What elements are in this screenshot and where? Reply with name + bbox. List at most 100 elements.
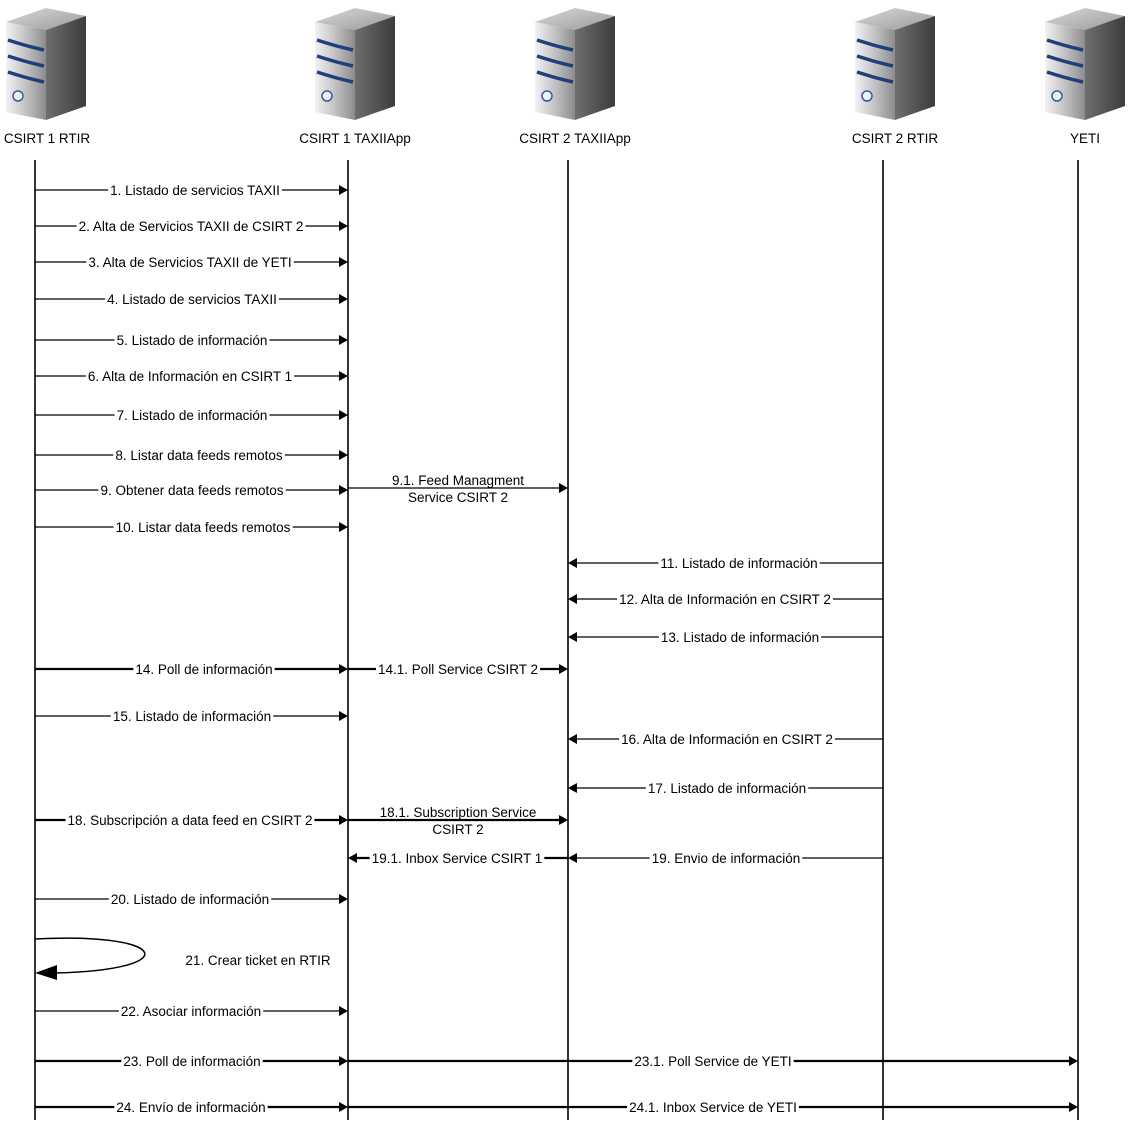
- label-background: [105, 291, 279, 308]
- arrowhead-icon: [339, 815, 348, 825]
- arrowhead-icon: [568, 783, 577, 793]
- message-label: 14. Poll de información: [135, 662, 272, 677]
- label-background: [113, 519, 293, 536]
- arrowhead-icon: [339, 257, 348, 267]
- arrowhead-icon: [559, 664, 568, 674]
- server-icon: [1043, 6, 1127, 122]
- arrowhead-icon: [339, 485, 348, 495]
- arrowhead-icon: [348, 853, 357, 863]
- label-background: [133, 661, 275, 678]
- message-label: 9. Obtener data feeds remotos: [100, 483, 283, 498]
- label-background: [632, 1053, 794, 1070]
- message-label: 24.1. Inbox Service de YETI: [629, 1100, 797, 1115]
- label-background: [649, 850, 803, 867]
- arrowhead-icon: [568, 632, 577, 642]
- self-call-arrow: [34, 937, 146, 980]
- label-background: [118, 1003, 264, 1020]
- arrowhead-icon: [568, 558, 577, 568]
- arrowhead-icon: [559, 815, 568, 825]
- self-call-curve: [34, 937, 146, 974]
- arrowhead-icon: [339, 1056, 348, 1066]
- arrowhead-icon: [339, 522, 348, 532]
- label-background: [108, 182, 282, 199]
- message-label: 20. Listado de información: [111, 892, 269, 907]
- arrowhead-icon: [339, 664, 348, 674]
- actor-label: YETI: [1070, 131, 1100, 146]
- message-label: 17. Listado de información: [648, 781, 806, 796]
- label-background: [369, 850, 545, 867]
- label-background: [658, 629, 822, 646]
- label-background: [619, 731, 835, 748]
- arrowhead-icon: [339, 1102, 348, 1112]
- arrowhead-icon: [568, 594, 577, 604]
- label-background: [114, 332, 270, 349]
- message-label: 21. Crear ticket en RTIR: [185, 953, 331, 968]
- message-label: 14.1. Poll Service CSIRT 2: [378, 662, 538, 677]
- label-background: [86, 254, 294, 271]
- arrowhead-icon: [568, 734, 577, 744]
- actor-label: CSIRT 2 RTIR: [852, 131, 939, 146]
- message-label-line2: Service CSIRT 2: [408, 490, 508, 505]
- message-label: 9.1. Feed Managment: [392, 473, 524, 488]
- arrowhead-icon: [339, 1006, 348, 1016]
- label-background: [113, 447, 285, 464]
- message-label: 3. Alta de Servicios TAXII de YETI: [88, 255, 291, 270]
- message-label: 13. Listado de información: [661, 630, 819, 645]
- actor-yeti: YETI: [1043, 6, 1127, 146]
- actor-label: CSIRT 1 TAXIIApp: [299, 131, 411, 146]
- server-icon: [4, 6, 88, 122]
- message-label: 19. Envio de información: [652, 851, 801, 866]
- message-label: 19.1. Inbox Service CSIRT 1: [372, 851, 543, 866]
- arrowhead-icon: [1069, 1056, 1078, 1066]
- message-label-line2: CSIRT 2: [432, 822, 483, 837]
- message-label: 5. Listado de información: [117, 333, 268, 348]
- message-arrow: [348, 815, 568, 825]
- label-background: [110, 708, 274, 725]
- message-label: 2. Alta de Servicios TAXII de CSIRT 2: [79, 219, 304, 234]
- label-background: [114, 1099, 268, 1116]
- message-label: 15. Listado de información: [113, 709, 271, 724]
- message-label: 7. Listado de información: [117, 408, 268, 423]
- message-label: 23.1. Poll Service de YETI: [634, 1054, 791, 1069]
- message-label: 24. Envío de información: [116, 1100, 265, 1115]
- arrowhead-icon: [559, 483, 568, 493]
- server-icon: [853, 6, 937, 122]
- actor-label: CSIRT 2 TAXIIApp: [519, 131, 631, 146]
- actor-csirt2-taxiiapp: CSIRT 2 TAXIIApp: [519, 6, 631, 146]
- arrowhead-icon: [1069, 1102, 1078, 1112]
- message-label: 8. Listar data feeds remotos: [115, 448, 283, 463]
- arrowhead-icon: [339, 371, 348, 381]
- message-arrow: [348, 483, 568, 493]
- label-background: [658, 555, 820, 572]
- label-background: [114, 407, 270, 424]
- label-background: [645, 780, 809, 797]
- message-label: 4. Listado de servicios TAXII: [107, 292, 277, 307]
- label-background: [108, 891, 272, 908]
- message-label: 18.1. Subscription Service: [380, 805, 537, 820]
- arrowhead-icon: [35, 965, 57, 980]
- arrowhead-icon: [339, 185, 348, 195]
- arrowhead-icon: [339, 294, 348, 304]
- actor-csirt1-taxiiapp: CSIRT 1 TAXIIApp: [299, 6, 411, 146]
- message-label: 10. Listar data feeds remotos: [116, 520, 291, 535]
- label-background: [627, 1099, 799, 1116]
- server-icon: [533, 6, 617, 122]
- actor-label: CSIRT 1 RTIR: [4, 131, 91, 146]
- label-background: [121, 1053, 263, 1070]
- label-background: [85, 368, 295, 385]
- arrowhead-icon: [339, 221, 348, 231]
- message-label: 12. Alta de Información en CSIRT 2: [619, 592, 831, 607]
- server-icon: [313, 6, 397, 122]
- messages: [34, 185, 1078, 1112]
- arrowhead-icon: [339, 450, 348, 460]
- label-background: [98, 482, 286, 499]
- label-background: [375, 661, 541, 678]
- message-label: 22. Asociar información: [121, 1004, 261, 1019]
- arrowhead-icon: [339, 711, 348, 721]
- message-label: 16. Alta de Información en CSIRT 2: [621, 732, 833, 747]
- label-background: [76, 218, 306, 235]
- arrowhead-icon: [339, 410, 348, 420]
- actor-csirt2-rtir: CSIRT 2 RTIR: [852, 6, 939, 146]
- message-label: 1. Listado de servicios TAXII: [110, 183, 280, 198]
